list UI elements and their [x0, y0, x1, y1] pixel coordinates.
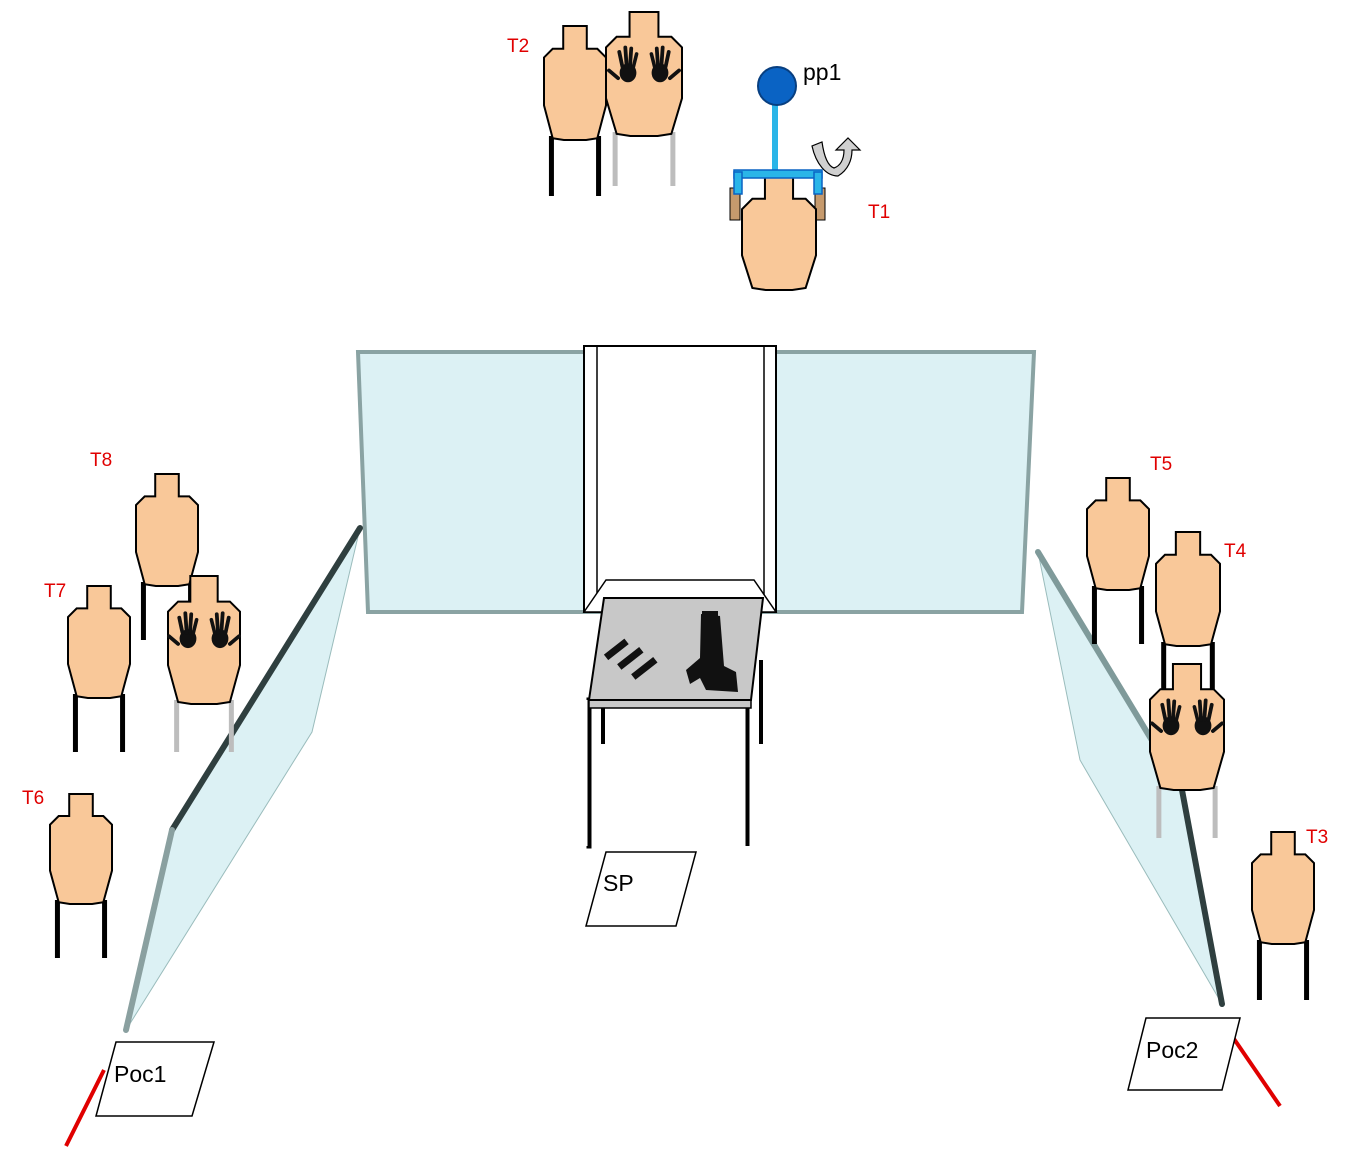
magazines	[603, 638, 658, 680]
no-shoot-t7	[166, 575, 242, 752]
no-shoot-t2	[605, 11, 683, 186]
target-face	[135, 473, 199, 587]
target-face	[1155, 531, 1221, 647]
target-face	[1086, 477, 1150, 591]
back-wall	[355, 345, 1037, 614]
target-t7	[67, 585, 131, 752]
target-face	[167, 575, 241, 705]
target-label-t4: T4	[1224, 541, 1247, 562]
target-t1	[741, 175, 817, 291]
start-position: SP	[585, 851, 697, 927]
table	[586, 597, 765, 849]
swing-arrow-icon	[811, 137, 862, 177]
target-label-t1: T1	[868, 202, 890, 223]
target-label-t2: T2	[507, 36, 529, 57]
target-face	[605, 11, 683, 137]
target-face	[67, 585, 131, 699]
target-face	[741, 175, 817, 291]
target-face	[1149, 663, 1225, 791]
target-face	[1251, 831, 1315, 945]
no-shoot-t4	[1149, 663, 1225, 838]
position-poc1: Poc1	[64, 1041, 216, 1147]
poc2-label: Poc2	[1146, 1037, 1198, 1063]
target-t5	[1086, 477, 1150, 644]
target-label-t6: T6	[22, 788, 44, 809]
target-label-t7: T7	[44, 581, 66, 602]
target-t4	[1155, 531, 1221, 694]
target-label-t3: T3	[1306, 827, 1328, 848]
target-face	[543, 25, 607, 141]
left-wall	[123, 525, 363, 1033]
targets-layer	[49, 11, 1315, 1000]
pistol-icon	[686, 611, 738, 692]
doorway	[583, 345, 777, 613]
target-face	[49, 793, 113, 905]
target-t6	[49, 793, 113, 958]
start-position-label: SP	[603, 870, 634, 896]
poc1-label: Poc1	[114, 1061, 166, 1087]
target-label-t8: T8	[90, 450, 112, 471]
target-t3	[1251, 831, 1315, 1000]
target-t2	[543, 25, 607, 196]
target-label-t5: T5	[1150, 454, 1172, 475]
popper-label: pp1	[803, 59, 841, 85]
position-poc2: Poc2	[1127, 1017, 1282, 1108]
popper-pp1	[733, 66, 862, 195]
